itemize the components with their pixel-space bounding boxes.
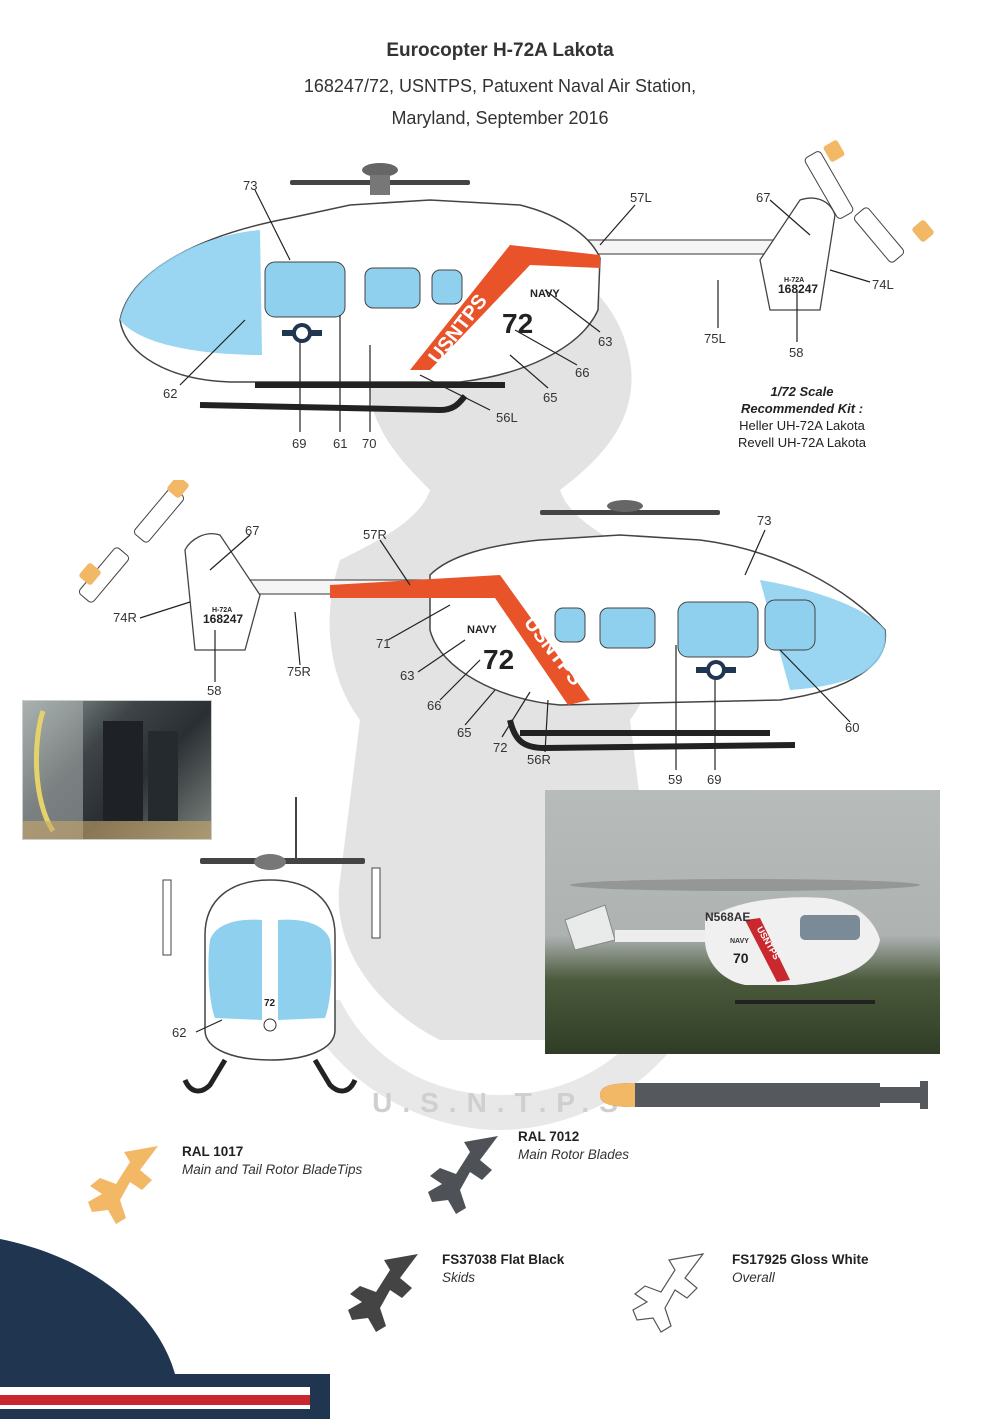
front-code-marking: 72 bbox=[264, 998, 276, 1009]
photo-registration: N568AE bbox=[705, 910, 751, 924]
watermark-text: U.S.N.T.P.S bbox=[372, 1087, 628, 1118]
flag-corner-graphic bbox=[0, 1239, 330, 1419]
callout-74L: 74L bbox=[872, 277, 894, 292]
code-marking-left: 72 bbox=[502, 308, 534, 339]
swatch-ral1017-desc: Main and Tail Rotor BladeTips bbox=[182, 1162, 363, 1177]
code-marking-right: 72 bbox=[483, 644, 515, 675]
scale-label: 1/72 Scale bbox=[770, 384, 834, 399]
callout-69-right: 69 bbox=[707, 772, 722, 787]
page-subtitle-2: Maryland, September 2016 bbox=[391, 108, 609, 128]
scale-note: 1/72 Scale Recommended Kit : Heller UH-7… bbox=[712, 383, 892, 451]
serial-marking-left: 168247 bbox=[778, 282, 819, 296]
callout-65-right: 65 bbox=[457, 725, 472, 740]
swatch-fs17925-code: FS17925 Gloss White bbox=[732, 1252, 869, 1267]
callout-72: 72 bbox=[493, 740, 508, 755]
swatch-ral1017 bbox=[88, 1146, 158, 1224]
photo-code: 70 bbox=[733, 950, 749, 966]
callout-58-left: 58 bbox=[789, 345, 804, 360]
swatch-ral7012 bbox=[428, 1136, 498, 1214]
callout-63-right: 63 bbox=[400, 668, 415, 683]
serial-marking-right: 168247 bbox=[203, 612, 244, 626]
swatch-ral7012-desc: Main Rotor Blades bbox=[518, 1147, 630, 1162]
callout-66-right: 66 bbox=[427, 698, 442, 713]
callout-73-left: 73 bbox=[243, 178, 258, 193]
callout-73-right: 73 bbox=[757, 513, 772, 528]
callout-75R: 75R bbox=[287, 664, 311, 679]
swatch-fs37038-code: FS37038 Flat Black bbox=[442, 1252, 565, 1267]
callout-75L: 75L bbox=[704, 331, 726, 346]
cockpit-photo bbox=[22, 700, 212, 840]
callout-60: 60 bbox=[845, 720, 860, 735]
callout-56R: 56R bbox=[527, 752, 551, 767]
swatch-fs37038-desc: Skids bbox=[442, 1270, 476, 1285]
callout-61: 61 bbox=[333, 436, 348, 451]
jet-silhouette-icon bbox=[88, 1146, 158, 1224]
navy-marking-left: NAVY bbox=[530, 288, 560, 300]
callout-66-left: 66 bbox=[575, 365, 590, 380]
helicopter-right-profile bbox=[78, 480, 887, 770]
navy-marking-right: NAVY bbox=[467, 624, 497, 636]
kit-heller: Heller UH-72A Lakota bbox=[739, 418, 865, 433]
callout-74R: 74R bbox=[113, 610, 137, 625]
kit-revell: Revell UH-72A Lakota bbox=[738, 435, 866, 450]
swatch-fs17925 bbox=[632, 1253, 705, 1333]
page-title: Eurocopter H-72A Lakota bbox=[386, 40, 614, 61]
swatch-ral7012-code: RAL 7012 bbox=[518, 1129, 580, 1144]
callout-56L: 56L bbox=[496, 410, 518, 425]
callout-63-left: 63 bbox=[598, 334, 613, 349]
helicopter-front-view bbox=[162, 797, 381, 1094]
type-marking-left: H-72A bbox=[784, 277, 805, 284]
callout-67-left: 67 bbox=[756, 190, 771, 205]
callout-70: 70 bbox=[362, 436, 377, 451]
jet-silhouette-icon bbox=[348, 1254, 418, 1332]
recommended-label: Recommended Kit : bbox=[740, 401, 864, 416]
jet-silhouette-icon bbox=[428, 1136, 498, 1214]
callout-59: 59 bbox=[668, 772, 683, 787]
helicopter-photo: N568AE NAVY 70 USNTPS bbox=[545, 790, 940, 1054]
swatch-fs17925-desc: Overall bbox=[732, 1270, 775, 1285]
callout-71: 71 bbox=[376, 636, 391, 651]
main-rotor-blade-illustration bbox=[600, 1081, 928, 1109]
callout-69-left: 69 bbox=[292, 436, 307, 451]
type-marking-right: H-72A bbox=[212, 607, 233, 614]
callout-65-left: 65 bbox=[543, 390, 558, 405]
page-subtitle: 168247/72, USNTPS, Patuxent Naval Air St… bbox=[303, 76, 697, 96]
swatch-ral1017-code: RAL 1017 bbox=[182, 1144, 244, 1159]
jet-silhouette-icon bbox=[632, 1253, 705, 1333]
swatch-fs37038 bbox=[348, 1254, 418, 1332]
callout-58-right: 58 bbox=[207, 683, 222, 698]
callout-62-front: 62 bbox=[172, 1025, 187, 1040]
callout-57L: 57L bbox=[630, 190, 652, 205]
photo-navy: NAVY bbox=[730, 938, 749, 945]
callout-57R: 57R bbox=[363, 527, 387, 542]
callout-62-left: 62 bbox=[163, 386, 178, 401]
helicopter-left-profile bbox=[119, 140, 934, 432]
callout-67-right: 67 bbox=[245, 523, 260, 538]
